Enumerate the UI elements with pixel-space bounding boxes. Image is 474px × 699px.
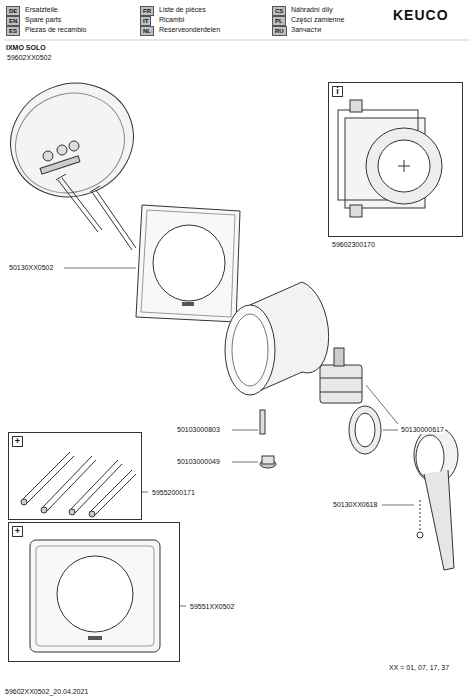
valve-body (338, 100, 442, 217)
document-code: 59602XX0502_20.04.2021 (4, 688, 89, 696)
inset-symbol: + (12, 436, 23, 447)
part-number: 59552000171 (151, 489, 196, 497)
part-number: 50103000049 (176, 458, 221, 466)
part-number: 50130XX0618 (332, 501, 378, 509)
language-code: IT (140, 16, 151, 26)
ring (349, 406, 381, 454)
language-code: EN (6, 16, 20, 26)
language-text: Liste de pièces (158, 6, 207, 14)
language-code: CS (272, 6, 286, 16)
handle (414, 427, 458, 570)
inset-box: i59602300170 (328, 82, 463, 237)
part-number: 50130000617 (400, 426, 445, 434)
language-code: NL (140, 26, 154, 36)
part-number: 59551XX0502 (189, 603, 235, 611)
language-text: Ricambi (158, 16, 185, 24)
pin (260, 410, 265, 434)
inset-box: +59552000171 (8, 432, 142, 520)
language-code: ES (6, 26, 20, 36)
cartridge (320, 348, 362, 403)
language-text: Ersatzteile (24, 6, 59, 14)
product-title: IXMO SOLO (6, 44, 46, 52)
rosette-front (30, 540, 160, 652)
rosette (136, 205, 240, 322)
language-text: Запчасти (290, 26, 322, 34)
language-text: Części zamienne (290, 16, 345, 24)
language-text: Reserveonderdelen (158, 26, 221, 34)
part-number: 50130XX0502 (8, 264, 54, 272)
language-code: PL (272, 16, 286, 26)
part-number: 59602300170 (331, 241, 376, 249)
screws (21, 452, 136, 517)
inset-symbol: + (12, 526, 23, 537)
article-number: 59602XX0502 (6, 54, 52, 62)
note: XX = 01, 07, 17, 37 (388, 664, 450, 672)
language-code: RU (272, 26, 287, 36)
language-text: Spare parts (24, 16, 62, 24)
sleeve (225, 282, 329, 395)
language-code: FR (140, 6, 154, 16)
inset-symbol: i (332, 86, 343, 97)
language-text: Náhradní díly (290, 6, 334, 14)
part-number: 50103000803 (176, 426, 221, 434)
brand-logo: KEUCO (392, 8, 450, 23)
inset-box: +59551XX0502 (8, 522, 180, 662)
language-text: Piezas de recambio (24, 26, 87, 34)
wall-plate (0, 66, 149, 250)
language-code: DE (6, 6, 20, 16)
